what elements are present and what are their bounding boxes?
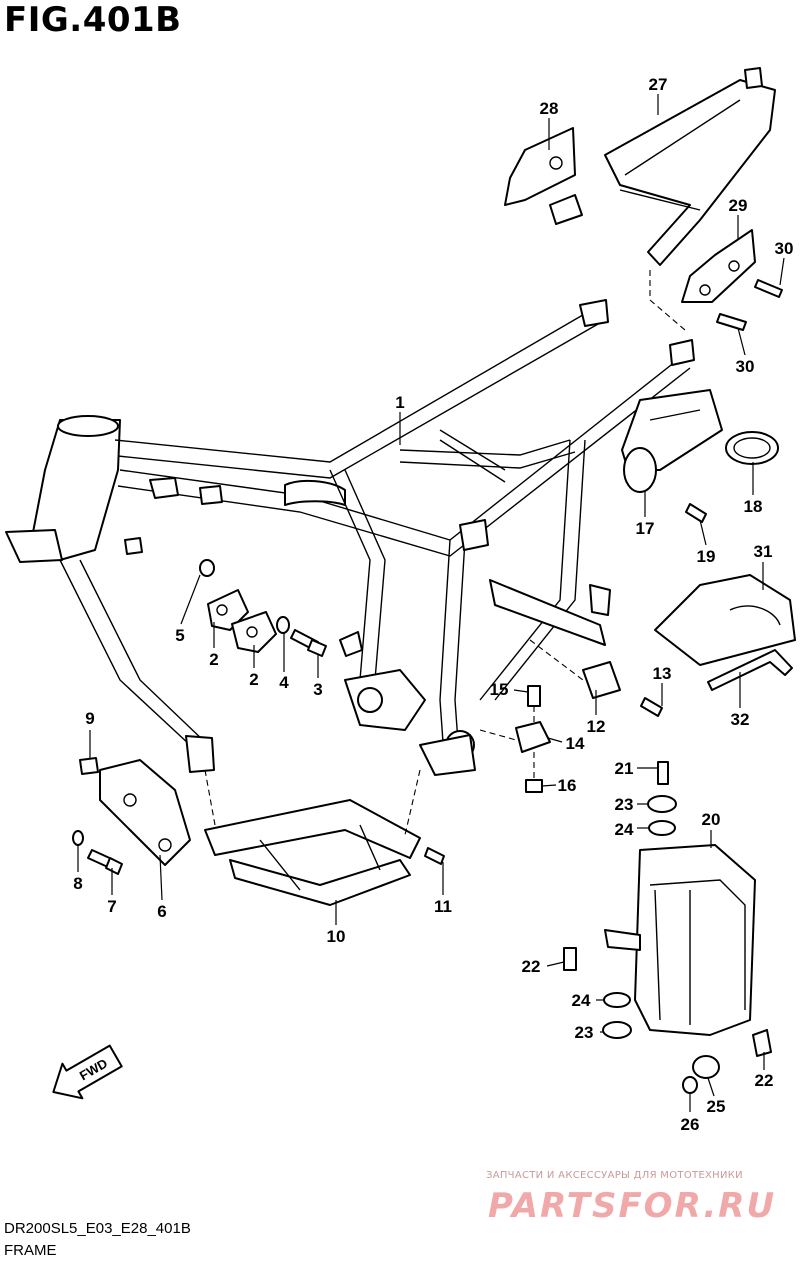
leader-lines [77, 94, 785, 1112]
callout-16: 16 [558, 776, 577, 795]
callout-20: 20 [702, 810, 721, 829]
watermark-tagline: ЗАПЧАСТИ И АКСЕССУАРЫ ДЛЯ МОТОТЕХНИКИ [486, 1170, 743, 1181]
callout-11: 11 [434, 897, 452, 916]
callout-2b: 2 [249, 670, 258, 689]
callout-30b: 30 [736, 357, 755, 376]
main-frame-drawing[interactable] [5, 299, 695, 776]
callout-14: 14 [566, 734, 585, 753]
callout-10: 10 [327, 927, 346, 946]
callout-17: 17 [636, 519, 655, 538]
callout-30a: 30 [775, 239, 794, 258]
bracket-parts-2[interactable] [207, 589, 277, 653]
battery-hardware-21-26[interactable] [563, 761, 772, 1094]
diagram-caption: FRAME [4, 1242, 57, 1259]
callout-2a: 2 [209, 650, 218, 669]
callout-24b: 24 [572, 991, 591, 1010]
callout-25: 25 [707, 1097, 726, 1116]
watermark-logo: PARTSFOR.RU [488, 1186, 777, 1226]
model-code: DR200SL5_E03_E28_401B [4, 1220, 191, 1237]
cover-31[interactable] [654, 574, 796, 666]
callout-4: 4 [279, 673, 289, 692]
callout-27: 27 [649, 75, 668, 94]
callout-13: 13 [653, 664, 672, 683]
callout-7: 7 [107, 897, 116, 916]
callout-23b: 23 [575, 1023, 594, 1042]
engine-guard-bracket-6[interactable] [99, 759, 191, 866]
callout-5: 5 [175, 626, 184, 645]
fasteners-3-4-5[interactable] [199, 559, 327, 657]
callout-12: 12 [587, 717, 606, 736]
bolt-11[interactable] [424, 847, 445, 865]
rear-frame-27[interactable] [549, 67, 776, 331]
callout-15: 15 [490, 680, 509, 699]
callout-1: 1 [395, 393, 404, 412]
callout-26: 26 [681, 1115, 700, 1134]
callout-19: 19 [697, 547, 716, 566]
callout-21: 21 [615, 759, 634, 778]
callout-23a: 23 [615, 795, 634, 814]
bolts-30[interactable] [716, 279, 783, 331]
figure-title: FIG.401B [4, 0, 182, 40]
callout-3: 3 [313, 680, 322, 699]
callout-32: 32 [731, 710, 750, 729]
callout-18: 18 [744, 497, 763, 516]
band-18[interactable] [725, 431, 779, 465]
callout-24a: 24 [615, 820, 634, 839]
fwd-arrow-icon: FWD [52, 1044, 123, 1100]
callout-22a: 22 [522, 957, 541, 976]
mount-parts-12-16[interactable] [479, 639, 663, 793]
tool-32[interactable] [707, 649, 793, 691]
lower-frame-cradle-10[interactable] [204, 769, 421, 906]
callout-8: 8 [73, 874, 82, 893]
battery-holder-20[interactable] [604, 844, 756, 1036]
callout-6: 6 [157, 902, 166, 921]
callout-9: 9 [85, 709, 94, 728]
callout-22b: 22 [755, 1071, 774, 1090]
callout-labels: 1 2 2 3 4 5 6 7 8 9 10 11 12 13 14 15 16… [73, 75, 793, 1134]
callout-28: 28 [540, 99, 559, 118]
callout-31: 31 [754, 542, 773, 561]
bracket-29[interactable] [681, 229, 756, 303]
tool-case-17[interactable] [621, 389, 723, 493]
bolt-19[interactable] [685, 503, 707, 523]
bracket-28[interactable] [504, 127, 576, 206]
callout-29: 29 [729, 196, 748, 215]
